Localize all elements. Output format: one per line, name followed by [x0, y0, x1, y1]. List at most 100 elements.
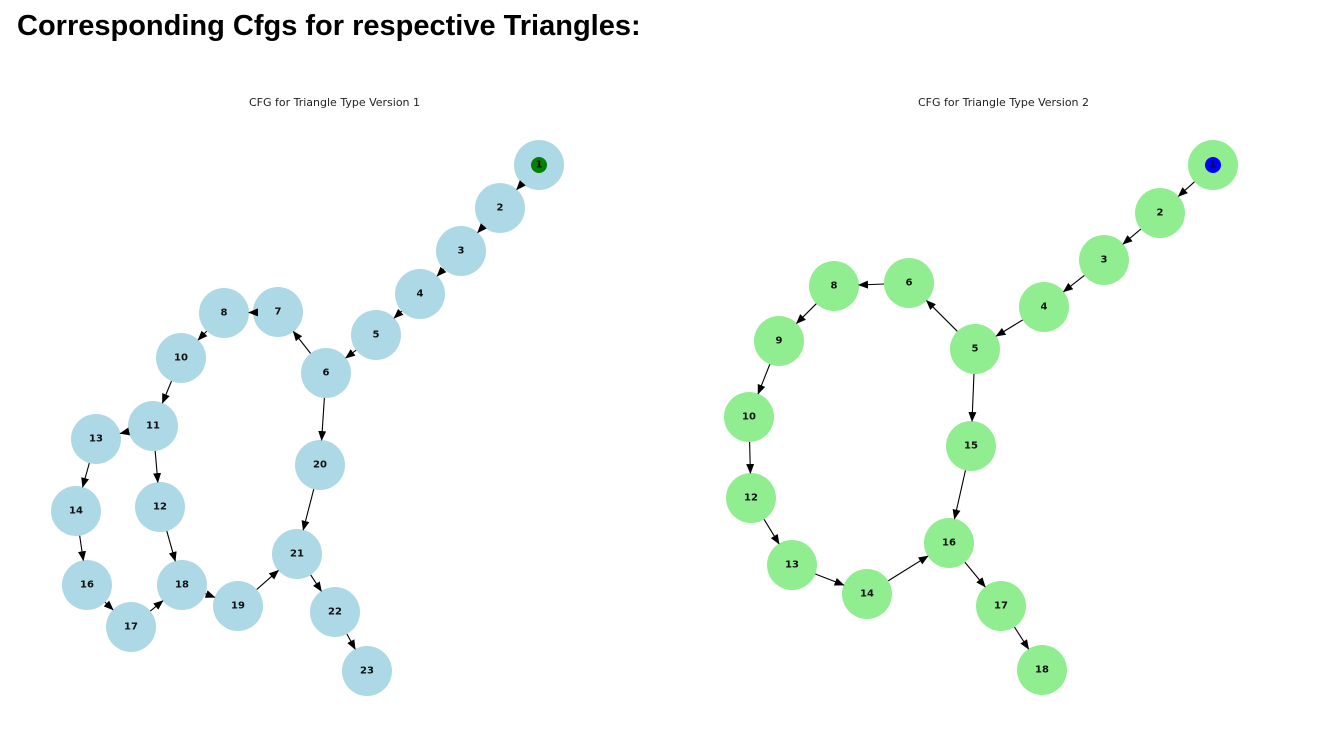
graph2-edge-6-8 [857, 280, 885, 289]
graph1-edge-6-20 [318, 397, 327, 442]
graph1-edge-14-16 [78, 535, 86, 562]
graph2-node-label-3: 3 [1101, 255, 1108, 266]
graph1-node-8 [199, 288, 249, 338]
graph2-edge-14-16 [887, 555, 929, 582]
graph1-node-6 [301, 348, 351, 398]
graph1-edge-20-21 [301, 489, 315, 531]
graph1-node-5 [351, 310, 401, 360]
graph1-node-label-19: 19 [231, 601, 245, 612]
graph1-node-label-7: 7 [275, 307, 282, 318]
graph1-node-label-2: 2 [497, 203, 504, 214]
graph2-node-13 [767, 540, 817, 590]
cfg-version-2-title: CFG for Triangle Type Version 2 [917, 96, 1090, 109]
graph1-node-22 [310, 587, 360, 637]
graph2-node-9 [754, 316, 804, 366]
graph1-edge-21-22 [310, 574, 322, 592]
graph1-node-label-1: 1 [536, 160, 543, 171]
graph1-node-7 [253, 287, 303, 337]
graph1-node-label-4: 4 [417, 289, 424, 300]
graph1-edge-11-12 [153, 450, 162, 484]
graph1-node-label-13: 13 [89, 434, 103, 445]
graph2-node-label-18: 18 [1035, 665, 1049, 676]
graph2-node-label-6: 6 [906, 278, 913, 289]
graph1-node-label-16: 16 [80, 580, 94, 591]
graph1-node-14 [51, 486, 101, 536]
graph2-node-label-12: 12 [744, 493, 758, 504]
graph1-edge-3-4 [436, 266, 447, 277]
graph1-edge-13-14 [81, 462, 90, 488]
graph2-node-6 [884, 258, 934, 308]
graph2-node-label-4: 4 [1041, 302, 1048, 313]
graph1-node-label-18: 18 [175, 580, 189, 591]
graph2-edge-1-2 [1177, 181, 1195, 197]
graph1-node-2 [475, 183, 525, 233]
graph2-edge-10-12 [746, 441, 755, 475]
graph1-node-label-21: 21 [290, 549, 304, 560]
graph1-edge-4-5 [393, 308, 404, 319]
graph1-node-label-12: 12 [153, 502, 167, 513]
graph1-node-label-17: 17 [124, 622, 138, 633]
graph2-node-12 [726, 473, 776, 523]
graph1-node-3 [436, 226, 486, 276]
graph1-edge-22-23 [346, 633, 356, 650]
graph1-node-17 [106, 602, 156, 652]
graph2-edge-12-13 [763, 519, 780, 545]
graph2-node-8 [809, 261, 859, 311]
graph1-node-label-8: 8 [221, 308, 228, 319]
graph1-node-label-6: 6 [323, 368, 330, 379]
graph1-edge-2-3 [477, 223, 487, 234]
graph2-edge-4-5 [995, 319, 1023, 337]
graph1-node-label-3: 3 [458, 246, 465, 257]
graph2-node-17 [976, 581, 1026, 631]
graph2-node-5 [950, 324, 1000, 374]
graph1-node-10 [156, 333, 206, 383]
graph1-node-label-14: 14 [69, 506, 83, 517]
graph2-node-label-10: 10 [742, 412, 756, 423]
graph2-edge-3-4 [1062, 274, 1085, 293]
graph2-node-label-14: 14 [860, 589, 874, 600]
graph1-edge-19-21 [256, 569, 279, 590]
graph2-edge-2-3 [1122, 228, 1142, 245]
graph2-node-3 [1079, 235, 1129, 285]
graph1-node-23 [342, 646, 392, 696]
graph1-edge-12-18 [166, 530, 177, 562]
graph2-node-18 [1017, 645, 1067, 695]
graph2-edge-8-9 [795, 303, 817, 325]
graph2-node-label-13: 13 [785, 560, 799, 571]
graph2-node-label-1: 1 [1210, 160, 1217, 171]
graph1-node-label-5: 5 [373, 330, 380, 341]
cfg-version-1-title: CFG for Triangle Type Version 1 [248, 96, 421, 109]
graph2-node-4 [1019, 282, 1069, 332]
graph1-node-label-23: 23 [360, 666, 374, 677]
graph1-edge-10-11 [162, 380, 172, 404]
graph1-node-11 [128, 401, 178, 451]
graph1-node-19 [213, 581, 263, 631]
graph1-start-marker [531, 157, 547, 173]
graph2-node-label-15: 15 [964, 441, 978, 452]
graph1-node-16 [62, 560, 112, 610]
graph1-edge-5-6 [345, 349, 357, 359]
graph2-edge-5-6 [925, 299, 958, 332]
graph1-node-label-20: 20 [313, 460, 327, 471]
graph1-edge-18-19 [204, 590, 216, 598]
graph1-node-4 [395, 269, 445, 319]
graph2-node-label-9: 9 [776, 336, 783, 347]
graph2-node-label-5: 5 [972, 344, 979, 355]
graph1-edge-8-10 [197, 330, 208, 341]
graph1-edge-1-2 [516, 180, 526, 191]
graph1-node-label-10: 10 [174, 353, 188, 364]
graph2-node-14 [842, 569, 892, 619]
graph2-node-label-16: 16 [942, 538, 956, 549]
graph2-start-marker [1205, 157, 1221, 173]
graph2-edge-5-15 [968, 373, 977, 423]
graph1-edge-17-18 [149, 600, 164, 612]
graph2-node-label-8: 8 [831, 281, 838, 292]
graph1-node-12 [135, 482, 185, 532]
graph2-edge-16-17 [964, 561, 986, 588]
graph2-node-2 [1135, 188, 1185, 238]
graph1-node-label-22: 22 [328, 607, 342, 618]
